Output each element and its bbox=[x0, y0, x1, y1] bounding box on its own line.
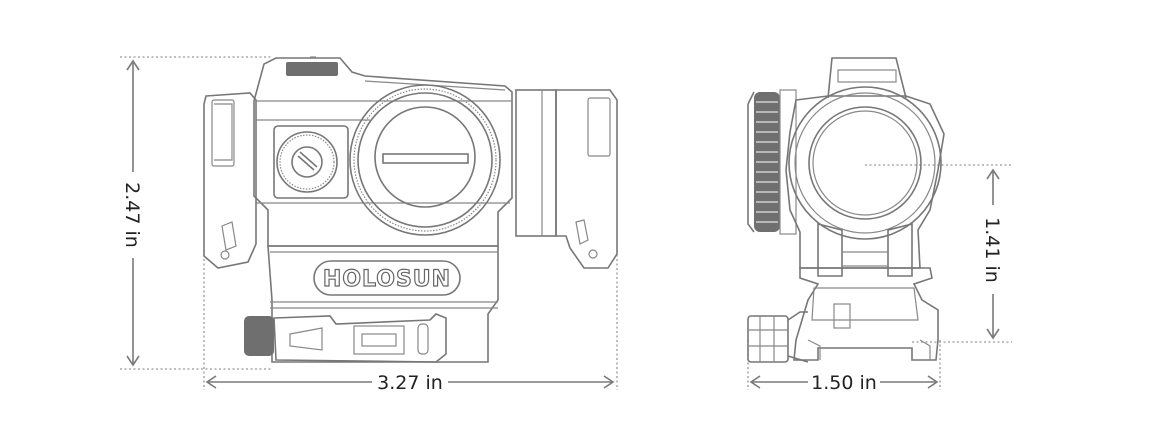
length-label: 3.27 in bbox=[377, 372, 443, 394]
width-dimension: 1.50 in bbox=[747, 340, 941, 394]
side-view-sight: HOLOSUN bbox=[203, 56, 618, 363]
length-dimension: 3.27 in bbox=[203, 250, 618, 394]
width-label: 1.50 in bbox=[811, 372, 877, 394]
brand-logo: HOLOSUN bbox=[323, 267, 451, 292]
height-label: 2.47 in bbox=[121, 182, 143, 248]
front-view-sight bbox=[747, 57, 945, 363]
height-dimension: 2.47 in bbox=[120, 56, 272, 370]
optical-axis-height-label: 1.41 in bbox=[981, 217, 1003, 283]
